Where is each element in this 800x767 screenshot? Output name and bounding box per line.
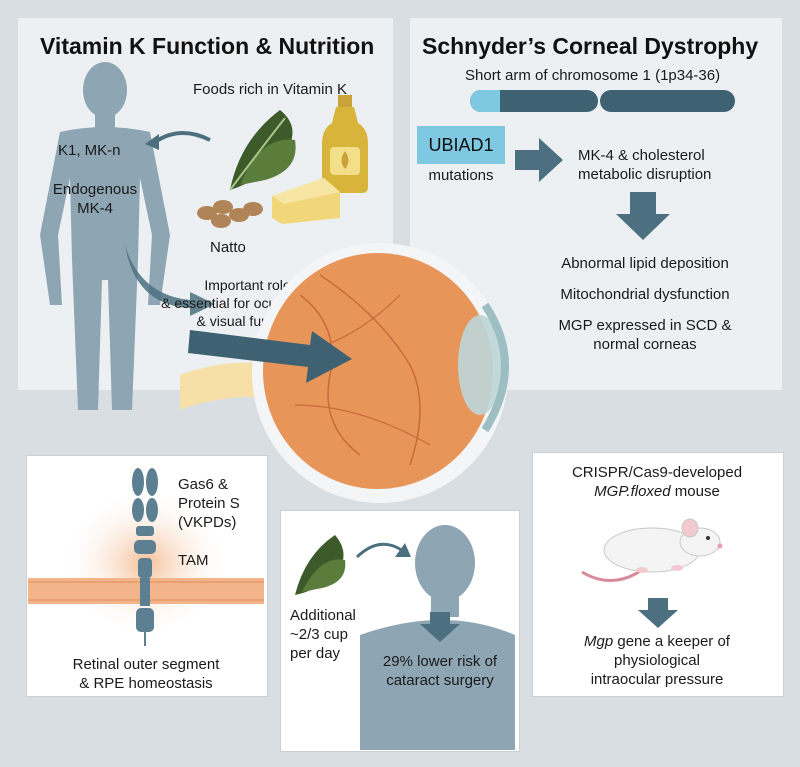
chromosome-label: Short arm of chromosome 1 (1p34-36) <box>465 67 721 84</box>
additional-text: Additional ~2/3 cup per day <box>290 606 356 663</box>
tam-caption: Retinal outer segment & RPE homeostasis <box>30 655 262 693</box>
mgp-italic: Mgp <box>584 633 614 650</box>
kale-leaf-icon <box>229 110 296 191</box>
outcome-3-line1: MGP expressed in SCD & <box>558 317 732 334</box>
endogenous-line1: Endogenous <box>52 181 138 198</box>
crispr-line1: CRISPR/Cas9-developed <box>571 464 743 481</box>
down-arrow-mouse-icon <box>638 598 678 628</box>
crispr-line2: MGP.floxed mouse <box>534 482 780 501</box>
ubiad1-box: UBIAD1 <box>417 126 505 164</box>
k1-label: K1, MK-n <box>58 142 121 159</box>
tam-receptor-icon <box>28 468 264 646</box>
mgp-line3: intraocular pressure <box>590 671 724 688</box>
risk-line2: cataract surgery <box>386 672 494 689</box>
mgp-line2: physiological <box>614 652 700 669</box>
schnyder-title: Schnyder’s Corneal Dystrophy <box>422 33 759 59</box>
kale-small-icon <box>295 535 346 595</box>
cheese-icon <box>272 178 340 224</box>
risk-text: 29% lower risk of cataract surgery <box>362 652 518 690</box>
crispr-text: CRISPR/Cas9-developed MGP.floxed mouse <box>534 463 780 501</box>
disruption-line2: metabolic disruption <box>578 166 712 183</box>
swoosh-arrow-icon <box>125 245 215 316</box>
natto-label: Natto <box>210 239 246 256</box>
protein-line3: (VKPDs) <box>178 514 237 531</box>
mouse-icon <box>581 518 723 582</box>
disruption-line1: MK-4 & cholesterol <box>578 147 705 164</box>
down-arrow-small-icon <box>420 612 460 642</box>
additional-line1: Additional <box>290 607 356 624</box>
mouse-panel <box>532 452 784 697</box>
protein-line2: Protein S <box>178 495 240 512</box>
tam-caption-line1: Retinal outer segment <box>72 656 220 673</box>
curved-arrow-icon <box>145 131 211 150</box>
right-arrow-icon <box>515 138 563 182</box>
disruption-text: MK-4 & cholesterol metabolic disruption <box>578 146 711 184</box>
mgp-line1-rest: gene a keeper of <box>613 633 730 650</box>
mgp-text: Mgp gene a keeper of physiological intra… <box>534 632 780 689</box>
natto-icon <box>197 200 263 228</box>
risk-line1: 29% lower risk of <box>382 653 498 670</box>
human-silhouette-icon <box>40 62 170 410</box>
crispr-line2-suffix: mouse <box>670 483 720 500</box>
person-silhouette-icon <box>360 525 515 750</box>
outcome-1: Abnormal lipid deposition <box>561 255 729 272</box>
protein-line1: Gas6 & <box>178 476 229 493</box>
outcome-2: Mitochondrial dysfunction <box>560 286 730 303</box>
oil-bottle-icon <box>322 95 368 193</box>
eye-icon <box>180 243 509 503</box>
mutations-label: mutations <box>428 167 494 184</box>
role-line1: Important role <box>204 277 291 293</box>
endogenous-line2: MK-4 <box>77 200 113 217</box>
additional-line2: ~2/3 cup <box>290 626 348 643</box>
outcome-3-line2: normal corneas <box>593 336 697 353</box>
mgp-line1: Mgp gene a keeper of <box>534 632 780 651</box>
mgp-floxed-label: MGP.floxed <box>594 483 671 500</box>
foods-label: Foods rich in Vitamin K <box>193 81 347 98</box>
chromosome-icon <box>470 90 735 112</box>
curved-arrow-small-icon <box>355 542 411 559</box>
tam-caption-line2: & RPE homeostasis <box>79 675 213 692</box>
down-arrow-icon <box>616 192 670 240</box>
tam-label: TAM <box>178 552 209 569</box>
outcome-3: MGP expressed in SCD & normal corneas <box>535 316 755 354</box>
vitamin-k-title: Vitamin K Function & Nutrition <box>40 33 375 59</box>
protein-label: Gas6 & Protein S (VKPDs) <box>178 475 240 532</box>
additional-line3: per day <box>290 645 341 662</box>
endogenous-label: Endogenous MK-4 <box>50 180 140 218</box>
